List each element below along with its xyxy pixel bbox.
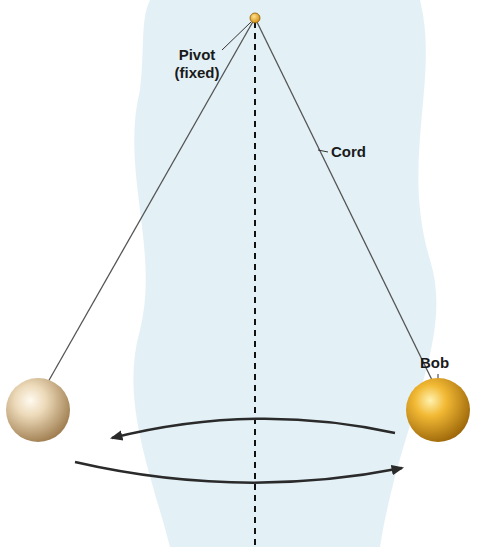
pivot xyxy=(250,13,260,23)
background-tint xyxy=(133,0,436,547)
pivot-leader xyxy=(222,22,251,50)
swing-arrow-left xyxy=(112,419,395,438)
cord-right xyxy=(255,18,432,380)
bob-right xyxy=(406,378,470,442)
bob-left xyxy=(6,378,70,442)
part-label: Cord xyxy=(331,143,366,161)
part-label: Bob xyxy=(420,354,449,372)
vertical-reference xyxy=(254,22,256,547)
swing-arrow-right xyxy=(75,462,402,483)
cord-left xyxy=(48,18,255,382)
cord-leader xyxy=(318,150,328,152)
part-label: Pivot (fixed) xyxy=(166,46,228,82)
